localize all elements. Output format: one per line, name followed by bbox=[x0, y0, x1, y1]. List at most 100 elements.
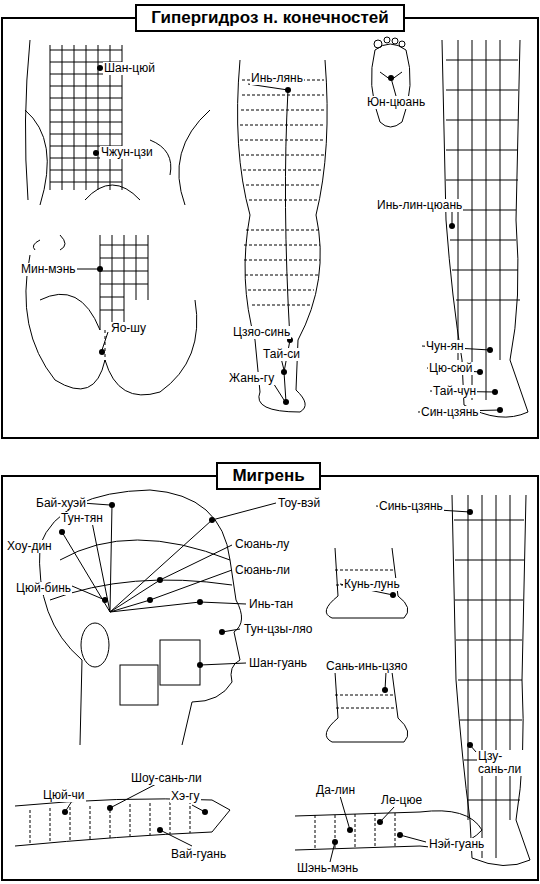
figure-drawing bbox=[209, 517, 215, 523]
figure-drawing bbox=[15, 799, 230, 846]
point-label: Инь-лин-цюань bbox=[376, 199, 463, 212]
point-label: Шан-гуань bbox=[248, 657, 308, 670]
figure-drawing bbox=[452, 495, 530, 866]
point-label: Синь-цзянь bbox=[378, 500, 444, 513]
figure-drawing bbox=[100, 235, 148, 330]
figure-drawing bbox=[487, 347, 493, 353]
figure-drawing bbox=[468, 495, 510, 858]
figure-drawing bbox=[197, 662, 203, 668]
figure-drawing bbox=[99, 349, 105, 355]
figure-drawing bbox=[202, 809, 208, 815]
figure-drawing bbox=[81, 623, 109, 667]
heading-box: Мигрень bbox=[216, 462, 321, 490]
figure-drawing bbox=[392, 38, 398, 44]
heading-box: Гипергидроз н. конечностей bbox=[135, 4, 405, 32]
figure-drawing bbox=[371, 44, 410, 127]
figure-drawing bbox=[452, 495, 530, 866]
heading-text: Мигрень bbox=[232, 466, 304, 486]
figure-drawing bbox=[326, 548, 408, 618]
figure-drawing bbox=[2, 476, 538, 880]
figure-drawing bbox=[380, 72, 402, 80]
figure-drawing bbox=[399, 41, 405, 47]
figure-drawing bbox=[107, 805, 113, 811]
figure-drawing bbox=[374, 40, 382, 48]
figure-drawing bbox=[390, 592, 396, 598]
figure-drawing bbox=[160, 640, 200, 685]
figure-drawing bbox=[25, 40, 30, 200]
heading-text: Гипергидроз н. конечностей bbox=[151, 8, 388, 28]
point-label: Кунь-лунь bbox=[343, 578, 401, 591]
point-label: Бай-хуэй bbox=[35, 497, 87, 510]
point-label: Тай-чун bbox=[432, 385, 477, 398]
point-label: Сюань-лу bbox=[234, 538, 290, 551]
figure-drawing bbox=[442, 40, 528, 417]
figure-drawing bbox=[15, 799, 230, 846]
figure-drawing bbox=[240, 80, 325, 305]
point-label: Цзяо-синь bbox=[232, 326, 291, 339]
point-label: Шан-цюй bbox=[103, 62, 156, 75]
figure-drawing bbox=[248, 84, 290, 340]
point-label: Мин-мэнь bbox=[20, 263, 77, 276]
figure-drawing bbox=[2, 18, 538, 438]
figure-drawing bbox=[65, 503, 476, 862]
figure-drawing bbox=[147, 597, 153, 603]
figure-drawing bbox=[93, 150, 99, 156]
figure-drawing bbox=[50, 540, 232, 600]
figure-drawing bbox=[332, 839, 338, 845]
figure-drawing bbox=[397, 832, 403, 838]
figure-drawing bbox=[497, 407, 503, 413]
point-label: Тай-си bbox=[262, 348, 301, 361]
point-label: Да-лин bbox=[315, 784, 356, 797]
figure-drawing bbox=[449, 223, 455, 229]
point-label: Цю-сюй bbox=[428, 362, 474, 375]
point-label: Цзу- сань-ли bbox=[477, 750, 531, 776]
point-label: Тун-цзы-ляо bbox=[243, 623, 313, 636]
point-label: Цюй-бинь bbox=[15, 582, 72, 595]
point-label: Инь-лянь bbox=[250, 72, 304, 85]
figure-drawing bbox=[2, 18, 538, 880]
figure-drawing bbox=[384, 37, 390, 43]
figure-drawing bbox=[219, 629, 225, 635]
figure-drawing bbox=[446, 60, 520, 300]
point-label: Жань-гу bbox=[228, 372, 275, 385]
figure-drawing bbox=[238, 60, 328, 412]
point-label: Син-цзянь bbox=[420, 406, 480, 419]
figure-drawing bbox=[157, 827, 163, 833]
point-label: Ле-цюе bbox=[380, 794, 423, 807]
point-label: Тун-тян bbox=[60, 512, 104, 525]
figure-drawing bbox=[326, 548, 408, 742]
figure-drawing bbox=[70, 78, 500, 412]
point-label: Чун-ян bbox=[425, 340, 465, 353]
figure-drawing bbox=[33, 235, 65, 250]
figure-drawing bbox=[467, 742, 473, 748]
point-label: Яо-шу bbox=[110, 322, 147, 335]
point-label: Юн-цюань bbox=[366, 96, 426, 109]
figure-drawing bbox=[25, 110, 210, 205]
figure-drawing bbox=[347, 827, 353, 833]
figure-drawing bbox=[283, 399, 289, 405]
point-label: Хоу-дин bbox=[6, 540, 53, 553]
point-label: Хэ-гу bbox=[170, 790, 201, 803]
point-label: Цюй-чи bbox=[42, 789, 86, 802]
point-label: Чжун-цзи bbox=[100, 146, 154, 159]
figure-drawing bbox=[388, 75, 394, 81]
figure-drawing bbox=[371, 37, 410, 127]
point-label: Шэнь-мэнь bbox=[296, 862, 359, 875]
figure-drawing bbox=[97, 266, 103, 272]
point-label: Нэй-гуань bbox=[428, 838, 485, 851]
figure-drawing bbox=[442, 40, 528, 417]
figure-drawing bbox=[197, 599, 203, 605]
figure-drawing bbox=[157, 577, 163, 583]
figure-drawing bbox=[326, 672, 408, 742]
figure-drawing bbox=[40, 490, 242, 745]
figure-drawing bbox=[26, 235, 197, 395]
figure-drawing bbox=[100, 245, 148, 310]
figure-drawing bbox=[492, 389, 498, 395]
figure-drawing bbox=[59, 65, 503, 845]
point-label: Инь-тан bbox=[248, 598, 294, 611]
figure-drawing bbox=[120, 665, 158, 705]
figure-drawing bbox=[285, 87, 291, 93]
figure-drawing bbox=[40, 490, 242, 745]
figure-drawing bbox=[382, 687, 388, 693]
